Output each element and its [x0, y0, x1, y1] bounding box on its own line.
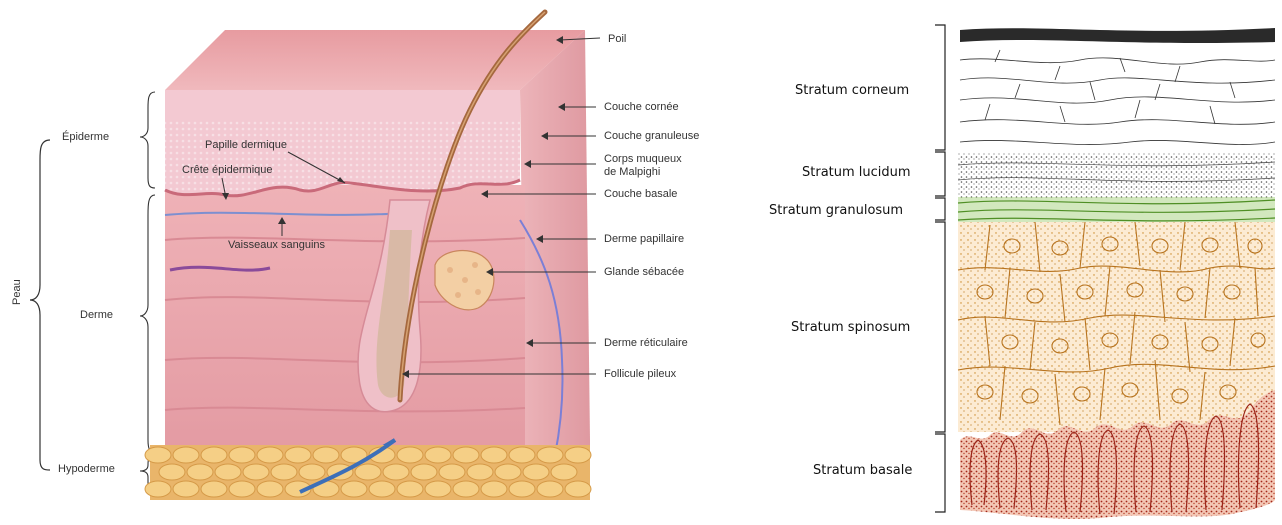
fat-cell — [439, 464, 465, 480]
fat-cell — [145, 447, 171, 463]
fat-cell — [551, 464, 577, 480]
fat-cell — [145, 481, 171, 497]
label-malpighi-2: de Malpighi — [604, 166, 660, 178]
layer-corneum — [960, 25, 1275, 155]
fat-cell — [509, 481, 535, 497]
brace-skin — [30, 140, 50, 470]
fat-cell — [271, 464, 297, 480]
fat-cell — [243, 464, 269, 480]
label-stratum-basale: Stratum basale — [813, 463, 912, 478]
fat-cell — [201, 447, 227, 463]
label-stratum-lucidum: Stratum lucidum — [802, 165, 911, 180]
fat-cell — [495, 464, 521, 480]
fat-cell — [229, 447, 255, 463]
fat-cell — [565, 447, 591, 463]
fat-cell — [509, 447, 535, 463]
fat-cell — [425, 447, 451, 463]
label-horny-layer: Couche cornée — [604, 101, 679, 113]
fat-cell — [257, 481, 283, 497]
brace-epidermis — [140, 92, 155, 188]
fat-cell — [537, 481, 563, 497]
label-skin: Peau — [11, 279, 23, 305]
label-epidermis: Épiderme — [62, 130, 109, 143]
fat-cell — [523, 464, 549, 480]
fat-cell — [257, 447, 283, 463]
label-sebaceous-gland: Glande sébacée — [604, 266, 684, 278]
bracket-lucidum — [935, 152, 945, 196]
label-dermis: Derme — [80, 309, 113, 321]
fat-cell — [397, 447, 423, 463]
fat-cell — [341, 481, 367, 497]
bracket-spinosum — [935, 222, 945, 432]
label-malpighi-1: Corps muqueux — [604, 153, 682, 165]
label-papillary-dermis: Derme papillaire — [604, 233, 684, 245]
fat-cell — [369, 481, 395, 497]
label-stratum-granulosum: Stratum granulosum — [769, 203, 903, 218]
right-layer-labels: Stratum corneum Stratum lucidum Stratum … — [769, 83, 912, 478]
label-hypodermis: Hypoderme — [58, 463, 115, 475]
left-side-annotations: Peau Épiderme Derme Hypoderme — [11, 92, 155, 492]
label-hair-follicle: Follicule pileux — [604, 368, 677, 380]
fat-cell — [299, 464, 325, 480]
epidermis-histology-illustration — [958, 25, 1275, 519]
fat-cell — [215, 464, 241, 480]
fat-cell — [229, 481, 255, 497]
fat-cell — [201, 481, 227, 497]
label-stratum-spinosum: Stratum spinosum — [791, 320, 910, 335]
bracket-granulosum — [935, 198, 945, 220]
fat-cell — [355, 464, 381, 480]
label-granular-layer: Couche granuleuse — [604, 130, 699, 142]
fat-cell — [159, 464, 185, 480]
fat-cell — [187, 464, 213, 480]
label-hair: Poil — [608, 33, 626, 45]
fat-cell — [425, 481, 451, 497]
fat-cell — [453, 481, 479, 497]
fat-cell — [173, 447, 199, 463]
label-blood-vessels: Vaisseaux sanguins — [228, 239, 326, 251]
fat-cell — [313, 447, 339, 463]
brace-dermis — [140, 195, 155, 452]
fat-cell — [481, 447, 507, 463]
layer-lucidum — [958, 153, 1275, 198]
label-stratum-corneum: Stratum corneum — [795, 83, 909, 98]
fat-cell — [285, 447, 311, 463]
skin-side-face — [520, 30, 590, 470]
fat-cell — [453, 447, 479, 463]
fat-cell — [565, 481, 591, 497]
fat-cell — [537, 447, 563, 463]
fat-cell — [173, 481, 199, 497]
fat-cell — [397, 481, 423, 497]
label-basal-layer: Couche basale — [604, 188, 677, 200]
skin-surface-top — [165, 30, 585, 90]
label-reticular-dermis: Derme réticulaire — [604, 337, 688, 349]
fat-cell — [481, 481, 507, 497]
fat-cell — [467, 464, 493, 480]
skin-block-illustration — [150, 12, 590, 500]
label-epidermal-ridge: Crête épidermique — [182, 164, 273, 176]
label-dermal-papilla: Papille dermique — [205, 139, 287, 151]
fat-cell — [383, 464, 409, 480]
bracket-basale — [935, 434, 945, 512]
right-brackets — [935, 25, 945, 512]
dermis-region — [165, 185, 525, 460]
fat-cell — [411, 464, 437, 480]
bracket-corneum — [935, 25, 945, 150]
